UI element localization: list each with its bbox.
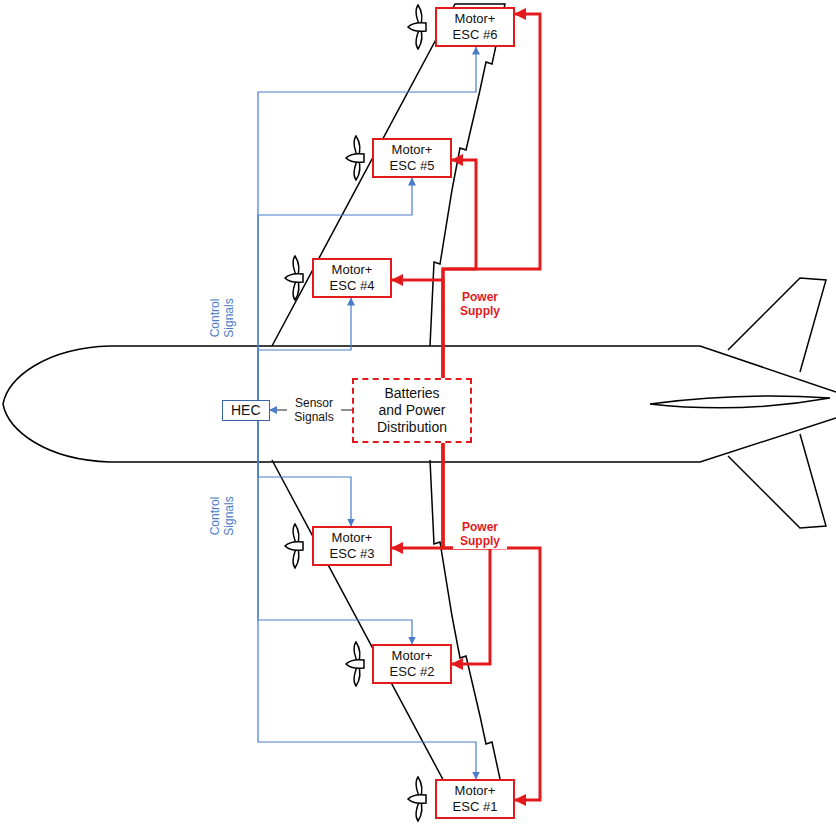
control-line (258, 421, 476, 779)
box-text: Motor+ ESC #6 (447, 11, 503, 43)
power-line (443, 14, 540, 378)
box-text: Batteries and Power Distribution (372, 385, 452, 436)
propeller (346, 642, 364, 686)
motor-esc-box: Motor+ ESC #4 (312, 258, 392, 298)
propeller (408, 777, 426, 821)
propeller (285, 256, 303, 300)
power-label: Power Supply (453, 519, 507, 549)
box-text: Motor+ ESC #1 (447, 783, 503, 815)
control-line (258, 421, 412, 644)
propeller (408, 5, 426, 49)
box-text: Motor+ ESC #3 (324, 530, 380, 562)
control-line (258, 421, 351, 526)
control-line (258, 298, 351, 400)
signal-label: Sensor Signals (287, 395, 341, 425)
signal-label: Control Signals (207, 291, 237, 345)
motor-esc-box: Motor+ ESC #1 (435, 779, 515, 819)
motor-esc-box: Motor+ ESC #3 (312, 526, 392, 566)
motor-esc-box: Motor+ ESC #6 (435, 7, 515, 47)
box-text: Motor+ ESC #2 (384, 648, 440, 680)
control-line (258, 47, 476, 400)
power-line (443, 160, 476, 378)
motor-esc-box: Motor+ ESC #5 (372, 138, 452, 178)
box-text: Motor+ ESC #5 (384, 142, 440, 174)
controller-box: HEC (222, 400, 270, 421)
propeller (346, 136, 364, 180)
signal-label: Control Signals (207, 489, 237, 543)
box-text: HEC (231, 402, 261, 419)
propeller (285, 524, 303, 568)
power-label: Power Supply (453, 289, 507, 319)
power-line (443, 443, 490, 664)
power-line (392, 443, 443, 548)
box-text: Motor+ ESC #4 (324, 262, 380, 294)
control-line (258, 178, 412, 400)
power-distribution-box: Batteries and Power Distribution (352, 378, 472, 443)
power-line (392, 280, 443, 378)
motor-esc-box: Motor+ ESC #2 (372, 644, 452, 684)
power-line (443, 443, 540, 800)
